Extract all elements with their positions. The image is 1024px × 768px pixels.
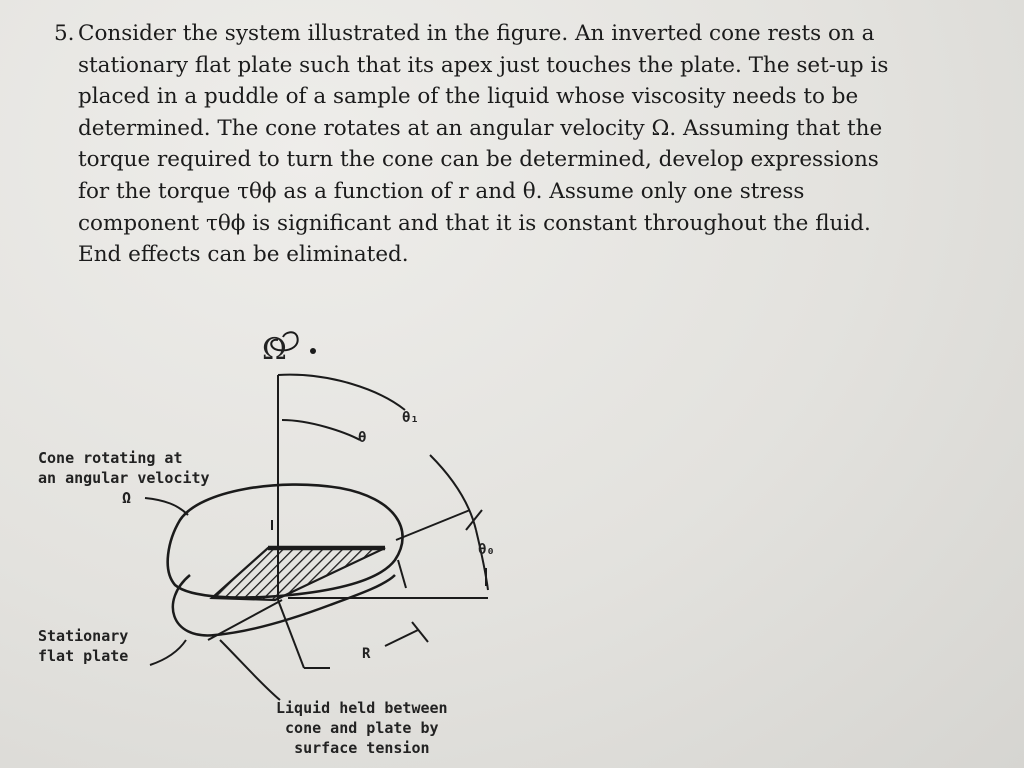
plate-label-line: Stationary [38,627,129,645]
cone-label-line: an angular velocity [38,469,210,487]
problem-statement: 5. Consider the system illustrated in th… [54,18,914,271]
cone-plate-figure: Cone rotating at an angular velocity Ω S… [0,320,1024,768]
omega-symbol: Ω [262,332,287,367]
cone-top-ellipse [166,483,404,599]
plate-label: Stationary flat plate [38,626,128,666]
plate-ellipse [171,574,396,637]
problem-number: 5. [54,21,75,46]
liquid-label-line: cone and plate by [285,719,439,737]
problem-line: End effects can be eliminated. [78,242,409,268]
cone-label: Cone rotating at an angular velocity Ω [38,448,210,508]
theta0-label: θ₀ [478,542,495,558]
theta1-label: θ₁ [402,410,419,426]
liquid-label-line: Liquid held between [276,699,448,717]
problem-line: component τθϕ is significant and that it… [78,210,871,236]
liquid-label-line: surface tension [294,739,430,757]
liquid-label: Liquid held between cone and plate by su… [276,698,448,758]
cone-plate-diagram [144,331,489,701]
problem-line: Consider the system illustrated in the f… [78,21,875,46]
problem-line: placed in a puddle of a sample of the li… [78,84,859,110]
cone-label-line: Cone rotating at [38,449,183,467]
problem-line: stationary flat plate such that its apex… [78,52,889,78]
cone-hatched-section [209,545,386,602]
radius-label: R [362,646,371,662]
problem-line: determined. The cone rotates at an angul… [78,115,883,141]
problem-line: torque required to turn the cone can be … [78,147,879,173]
guide-lines [144,331,489,701]
plate-label-line: flat plate [38,647,129,665]
cone-label-omega: Ω [122,489,132,507]
problem-text: Consider the system illustrated in the f… [78,18,914,271]
problem-line: for the torque τθϕ as a function of r an… [78,178,805,204]
theta-label: θ [358,430,367,446]
omega-dot [310,348,316,354]
